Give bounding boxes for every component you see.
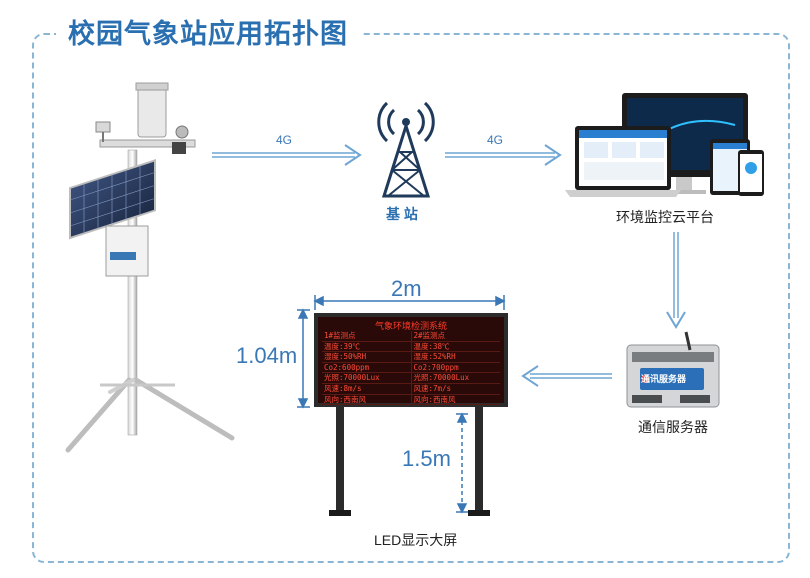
led-cell: 2#监测点	[410, 331, 501, 341]
led-pole-right	[475, 405, 483, 513]
led-cell: 风速:8m/s	[324, 383, 362, 393]
led-row: 风向:西南风 风向:西南风	[322, 394, 501, 406]
rain-gauge	[137, 84, 167, 138]
led-row: 光照:70000Lux 光照:70000Lux	[322, 373, 500, 384]
led-row: 1#监测点 2#监测点	[322, 331, 500, 342]
communication-server	[626, 331, 720, 408]
led-pole-base-left	[329, 510, 351, 516]
page-title: 校园气象站应用拓扑图	[56, 12, 360, 51]
base-station-label: 基 站	[386, 206, 418, 222]
solar-panel	[69, 159, 156, 240]
dimension-width-label: 2m	[391, 276, 422, 301]
led-cell: 风向:西南风	[410, 394, 501, 405]
anemometer	[175, 125, 189, 139]
arrow-base-to-cloud	[445, 144, 562, 166]
led-row: 湿度:50%RH 湿度:52%RH	[322, 352, 500, 363]
arrow-station-to-base	[212, 144, 362, 166]
control-box	[105, 225, 149, 277]
sensor-crossarm	[99, 139, 196, 148]
tripod-leg-right	[133, 377, 235, 441]
led-cell: 1#监测点	[324, 331, 356, 340]
server-device-label: 通讯服务器	[641, 374, 687, 384]
led-display-screen: 气象环境检测系统 1#监测点 2#监测点 温度:39℃ 温度:38℃ 湿度:50…	[314, 313, 508, 407]
led-cell: 光照:70000Lux	[324, 373, 380, 383]
led-data-grid: 1#监测点 2#监测点 温度:39℃ 温度:38℃ 湿度:50%RH 湿度:52…	[322, 331, 501, 406]
led-display-label: LED显示大屏	[374, 532, 458, 548]
led-cell: Co2:700ppm	[410, 362, 501, 373]
led-row: 温度:39℃ 温度:38℃	[322, 341, 501, 353]
arrow-label-4g-right: 4G	[487, 133, 504, 147]
server-label: 通信服务器	[638, 419, 708, 435]
weather-station	[65, 82, 235, 453]
station-pole	[127, 149, 138, 436]
led-cell: 风速:7m/s	[410, 383, 501, 394]
led-cell: 温度:39℃	[324, 341, 361, 351]
dimension-height	[297, 308, 310, 409]
base-station-tower	[377, 101, 435, 198]
arrow-label-4g-left: 4G	[276, 133, 293, 147]
dimension-width	[313, 295, 506, 310]
led-cell: 湿度:50%RH	[324, 352, 367, 362]
arrow-server-to-led	[521, 365, 612, 387]
diagram-frame	[32, 33, 790, 563]
dimension-pole	[456, 412, 468, 514]
led-screen-title: 气象环境检测系统	[374, 322, 447, 332]
wind-vane	[95, 121, 111, 133]
tripod-leg-left	[65, 377, 132, 453]
led-cell: 风向:西南风	[324, 394, 367, 404]
led-cell: 光照:70000Lux	[410, 373, 501, 383]
led-row: 风速:8m/s 风速:7m/s	[322, 383, 501, 395]
cloud-platform-label: 环境监控云平台	[616, 209, 714, 225]
led-pole-base-right	[468, 510, 490, 516]
cloud-platform-devices	[565, 93, 764, 197]
led-cell: 湿度:52%RH	[410, 352, 501, 362]
led-cell: Co2:600ppm	[324, 362, 370, 372]
dimension-height-label: 1.04m	[236, 343, 298, 368]
light-sensor	[172, 142, 186, 154]
arrow-cloud-to-server	[666, 232, 686, 329]
led-row: Co2:600ppm Co2:700ppm	[322, 362, 501, 374]
led-pole-left	[336, 405, 344, 513]
led-cell: 温度:38℃	[410, 341, 501, 352]
dimension-pole-label: 1.5m	[402, 446, 451, 471]
